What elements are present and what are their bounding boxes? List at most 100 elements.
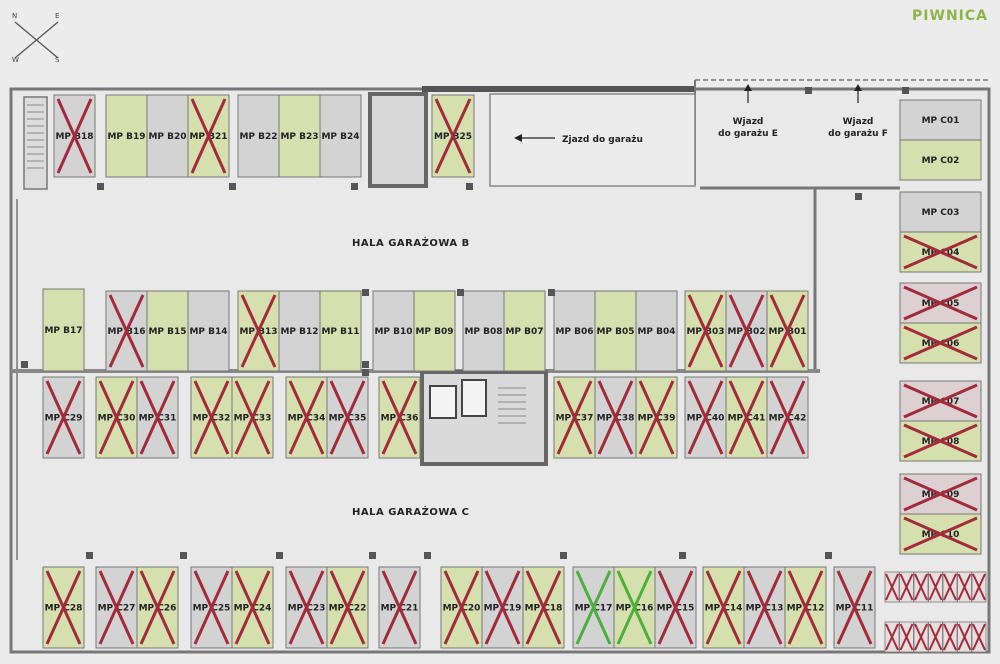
parking-spot[interactable]: MP C20 xyxy=(440,566,483,649)
parking-spot[interactable]: MP C02 xyxy=(899,139,982,181)
parking-spot[interactable]: MP C01 xyxy=(899,99,982,141)
column-pillar xyxy=(466,183,473,190)
parking-spot[interactable]: MP C18 xyxy=(522,566,565,649)
parking-spot[interactable]: MP C21 xyxy=(378,566,421,649)
sold-cross-mark xyxy=(705,570,742,645)
parking-spot[interactable]: MP B15 xyxy=(146,290,189,372)
spot-label: MP B24 xyxy=(321,132,359,142)
sold-cross-mark xyxy=(769,380,806,455)
parking-spot[interactable]: MP C25 xyxy=(190,566,233,649)
parking-spot[interactable]: MP C30 xyxy=(95,376,138,459)
parking-spot[interactable]: MP C24 xyxy=(231,566,274,649)
parking-spot[interactable]: MP C41 xyxy=(725,376,768,459)
column-pillar xyxy=(21,361,28,368)
parking-spot[interactable]: MP C38 xyxy=(594,376,637,459)
parking-spot[interactable]: MP B21 xyxy=(187,94,230,178)
sold-cross-mark xyxy=(139,570,176,645)
parking-spot[interactable]: MP B05 xyxy=(594,290,637,372)
sold-cross-mark xyxy=(234,380,271,455)
parking-spot[interactable]: MP C33 xyxy=(231,376,274,459)
arrow-up-icon xyxy=(854,84,862,91)
parking-spot[interactable]: MP B11 xyxy=(319,290,362,372)
parking-spot[interactable]: MP B13 xyxy=(237,290,280,372)
parking-spot[interactable]: MP B07 xyxy=(503,290,546,372)
spot-label: MP B04 xyxy=(637,327,675,337)
parking-spot[interactable]: MP C37 xyxy=(553,376,596,459)
hall-b-label: HALA GARAŻOWA B xyxy=(352,238,470,249)
parking-spot[interactable]: MP C08 xyxy=(899,420,982,462)
spot-label: MP B11 xyxy=(321,327,359,337)
sold-cross-mark xyxy=(193,380,230,455)
spot-label: MP B14 xyxy=(189,327,227,337)
column-pillar xyxy=(825,552,832,559)
parking-spot[interactable]: MP B12 xyxy=(278,290,321,372)
entry-e-label: Wjazd xyxy=(733,117,764,127)
column-pillar xyxy=(805,87,812,94)
parking-spot[interactable]: MP C34 xyxy=(285,376,328,459)
parking-spot[interactable]: MP B01 xyxy=(766,290,809,372)
parking-spot[interactable]: MP C14 xyxy=(702,566,745,649)
parking-spot[interactable]: MP B25 xyxy=(431,94,475,178)
parking-spot[interactable]: MP C06 xyxy=(899,322,982,364)
parking-spot[interactable]: MP B10 xyxy=(372,290,415,372)
parking-spot[interactable]: MP C04 xyxy=(899,231,982,273)
sold-cross-mark xyxy=(288,380,325,455)
parking-spot[interactable]: MP C07 xyxy=(899,380,982,422)
parking-spot[interactable]: MP C32 xyxy=(190,376,233,459)
parking-spot[interactable]: MP C28 xyxy=(42,566,85,649)
column-pillar xyxy=(362,289,369,296)
parking-spot[interactable]: MP C13 xyxy=(743,566,786,649)
parking-spot[interactable]: MP B03 xyxy=(684,290,727,372)
parking-spot[interactable]: MP B06 xyxy=(553,290,596,372)
parking-spot[interactable]: MP C15 xyxy=(654,566,697,649)
parking-spot[interactable]: MP B22 xyxy=(237,94,280,178)
parking-spot[interactable]: MP B18 xyxy=(53,94,96,178)
parking-spot[interactable]: MP B20 xyxy=(146,94,189,178)
spot-area xyxy=(635,290,678,372)
parking-spot[interactable]: MP B09 xyxy=(413,290,456,372)
parking-spot[interactable]: MP C19 xyxy=(481,566,524,649)
column-pillar xyxy=(229,183,236,190)
parking-spot[interactable]: MP C17 xyxy=(572,566,615,649)
spot-area xyxy=(278,94,321,178)
parking-spot[interactable]: MP C29 xyxy=(42,376,85,459)
spot-area xyxy=(503,290,546,372)
parking-spot[interactable]: MP C16 xyxy=(613,566,656,649)
sold-cross-mark xyxy=(556,380,593,455)
parking-spot[interactable]: MP B14 xyxy=(187,290,230,372)
parking-spot[interactable]: MP C03 xyxy=(899,191,982,233)
parking-spot[interactable]: MP C22 xyxy=(326,566,369,649)
column-pillar xyxy=(276,552,283,559)
sold-cross-mark xyxy=(381,380,418,455)
column-pillar xyxy=(457,289,464,296)
parking-spot[interactable]: MP C12 xyxy=(784,566,827,649)
parking-spot[interactable]: MP C42 xyxy=(766,376,809,459)
parking-spot[interactable]: MP B08 xyxy=(462,290,505,372)
parking-spot[interactable]: MP C11 xyxy=(833,566,876,649)
parking-spot[interactable]: MP B04 xyxy=(635,290,678,372)
parking-spot[interactable]: MP B16 xyxy=(105,290,148,372)
parking-spot[interactable]: MP B02 xyxy=(725,290,768,372)
parking-spot[interactable]: MP C05 xyxy=(899,282,982,324)
parking-spot[interactable]: MP B17 xyxy=(42,288,85,372)
parking-spot[interactable]: MP C35 xyxy=(326,376,369,459)
parking-spot[interactable]: MP C39 xyxy=(635,376,678,459)
parking-spot[interactable]: MP C31 xyxy=(136,376,179,459)
spot-label: MP C03 xyxy=(922,208,960,218)
sold-cross-mark xyxy=(329,380,366,455)
parking-spot[interactable]: MP B19 xyxy=(105,94,148,178)
parking-spot[interactable]: MP B23 xyxy=(278,94,321,178)
parking-spot[interactable]: MP C40 xyxy=(684,376,727,459)
sold-cross-mark xyxy=(638,380,675,455)
parking-spot[interactable]: MP C36 xyxy=(378,376,421,459)
parking-spot[interactable]: MP C26 xyxy=(136,566,179,649)
sold-cross-mark xyxy=(525,570,562,645)
parking-spot[interactable]: MP C10 xyxy=(899,513,982,555)
parking-spot[interactable]: MP C27 xyxy=(95,566,138,649)
parking-spot[interactable]: MP C23 xyxy=(285,566,328,649)
parking-spot[interactable]: MP B24 xyxy=(319,94,362,178)
sold-cross-mark xyxy=(575,570,612,645)
column-pillar xyxy=(351,183,358,190)
parking-spot[interactable]: MP C09 xyxy=(899,473,982,515)
